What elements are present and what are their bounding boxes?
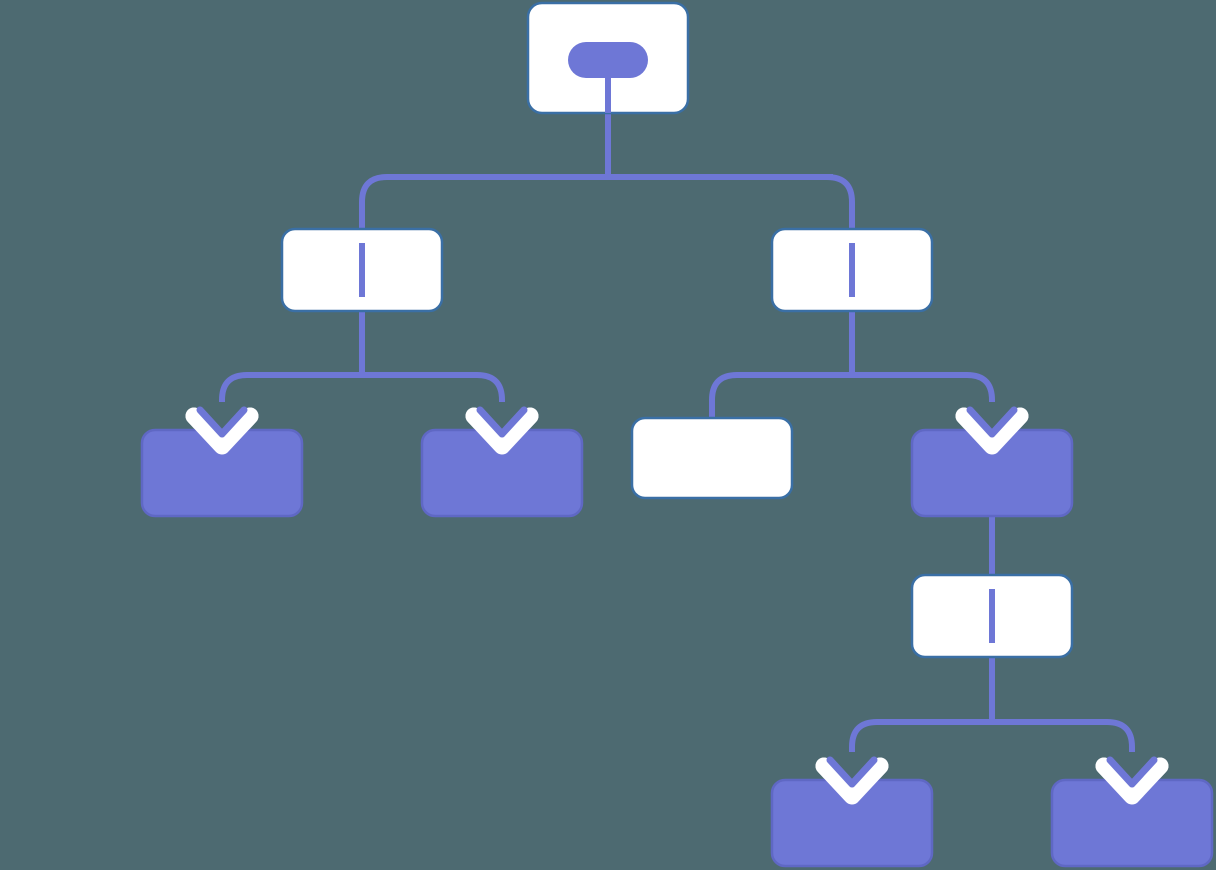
node-root-pill bbox=[568, 42, 648, 78]
connector-layer bbox=[219, 113, 1135, 752]
arrow-overlay-inner-leaf-2 bbox=[476, 406, 528, 438]
arrow-overlay-inner-branch-right-child bbox=[966, 406, 1018, 438]
connector-through-to-leaves bbox=[849, 657, 1135, 752]
arrow-overlay-outline-leaf-5 bbox=[1095, 757, 1169, 805]
node-root[interactable] bbox=[526, 1, 690, 115]
arrow-overlay-outline-leaf-1 bbox=[185, 407, 259, 455]
node-branch-left[interactable] bbox=[280, 227, 444, 313]
arrow-overlay-inner-leaf-1 bbox=[196, 406, 248, 438]
arrow-overlay-outline-leaf-2 bbox=[465, 407, 539, 455]
arrow-overlay-inner-leaf-5 bbox=[1106, 756, 1158, 788]
arrow-overlay-outline-branch-right-child bbox=[955, 407, 1029, 455]
node-branch-right[interactable] bbox=[770, 227, 934, 313]
connector-branch-left-split bbox=[219, 311, 505, 403]
arrowhead-overlay-layer bbox=[185, 406, 1169, 805]
arrow-overlay-inner-leaf-4 bbox=[826, 756, 878, 788]
node-leaf-3[interactable] bbox=[630, 416, 794, 500]
arrow-overlay-outline-leaf-4 bbox=[815, 757, 889, 805]
connector-branch-right-split bbox=[709, 311, 995, 418]
node-sub-through[interactable] bbox=[910, 573, 1074, 659]
connector-root-to-branches bbox=[359, 113, 855, 229]
